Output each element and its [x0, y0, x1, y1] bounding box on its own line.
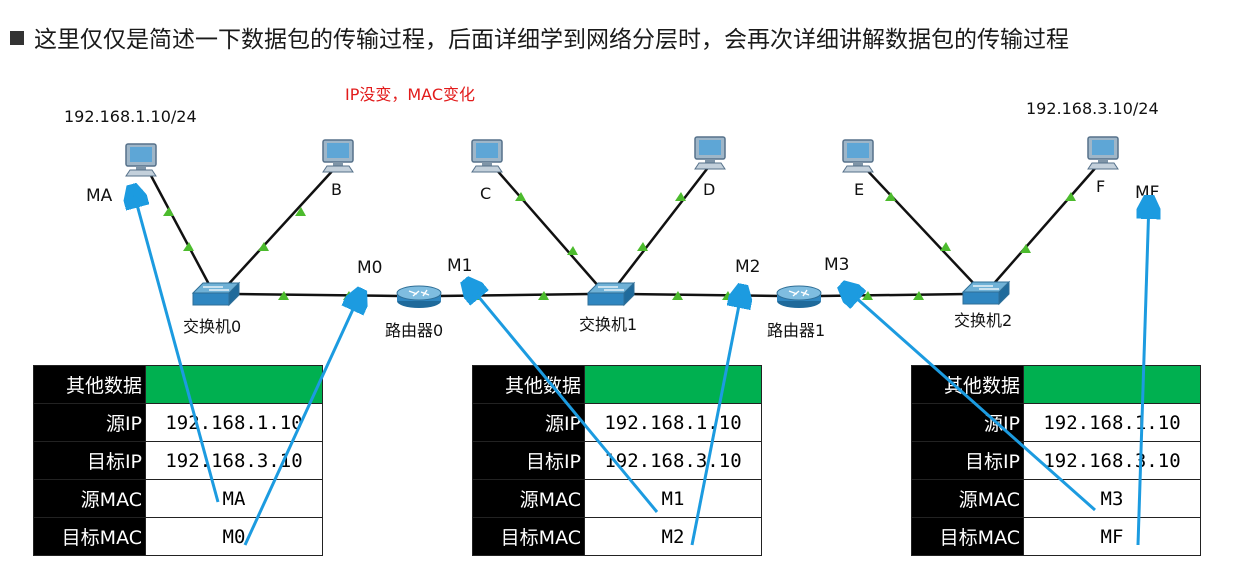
port-m3-label: M3 — [820, 254, 854, 276]
table-row: 其他数据 — [472, 365, 762, 404]
pc-e-icon[interactable] — [842, 139, 874, 173]
port-m1-label: M1 — [443, 255, 477, 277]
switch-0-icon[interactable] — [192, 282, 240, 306]
header-green-cell — [584, 365, 762, 404]
host-f-mac: MF — [1131, 182, 1164, 204]
switch-0-label: 交换机0 — [183, 317, 242, 336]
switch-1-label: 交换机1 — [579, 315, 638, 334]
pc-b-icon[interactable] — [322, 139, 354, 173]
switch-1-icon[interactable] — [587, 282, 635, 306]
row-value: MA — [145, 479, 323, 518]
headline-text: 这里仅仅是简述一下数据包的传输过程，后面详细学到网络分层时，会再次详细讲解数据包… — [34, 27, 1069, 53]
router-0-icon[interactable] — [396, 285, 442, 309]
row-value: 192.168.1.10 — [145, 403, 323, 442]
row-value: 192.168.3.10 — [584, 441, 762, 480]
header-cell: 其他数据 — [472, 365, 585, 404]
host-d-name: D — [703, 180, 716, 199]
row-value: 192.168.1.10 — [1023, 403, 1201, 442]
header-cell: 其他数据 — [911, 365, 1024, 404]
router-1-label: 路由器1 — [767, 321, 826, 340]
host-f-ip: 192.168.3.10/24 — [1022, 97, 1163, 120]
router-0-label: 路由器0 — [385, 321, 444, 340]
host-a-ip: 192.168.1.10/24 — [60, 105, 201, 128]
row-key: 源IP — [911, 403, 1024, 442]
row-value: M1 — [584, 479, 762, 518]
links — [146, 164, 1099, 298]
switch-2-icon[interactable] — [962, 281, 1010, 305]
row-key: 源IP — [472, 403, 585, 442]
headline: 这里仅仅是简述一下数据包的传输过程，后面详细学到网络分层时，会再次详细讲解数据包… — [10, 20, 1069, 54]
host-b-name: B — [331, 180, 342, 199]
ip-mac-note: IP没变，MAC变化 — [345, 85, 476, 104]
row-value: M3 — [1023, 479, 1201, 518]
header-green-cell — [1023, 365, 1201, 404]
pc-a-icon[interactable] — [125, 143, 157, 177]
header-cell: 其他数据 — [33, 365, 146, 404]
pc-d-icon[interactable] — [694, 136, 726, 170]
row-key: 源MAC — [911, 479, 1024, 518]
host-f-name: F — [1096, 177, 1106, 196]
row-key: 目标MAC — [33, 517, 146, 556]
host-a-mac: MA — [82, 185, 117, 207]
port-m0-label: M0 — [353, 257, 387, 279]
row-value: 192.168.3.10 — [1023, 441, 1201, 480]
router-1-icon[interactable] — [776, 285, 822, 309]
host-c-name: C — [480, 184, 492, 203]
row-key: 源IP — [33, 403, 146, 442]
row-value: 192.168.3.10 — [145, 441, 323, 480]
port-m2-label: M2 — [731, 256, 765, 278]
row-value: MF — [1023, 517, 1201, 556]
row-key: 目标IP — [472, 441, 585, 480]
header-green-cell — [145, 365, 323, 404]
row-key: 源MAC — [33, 479, 146, 518]
row-value: 192.168.1.10 — [584, 403, 762, 442]
row-key: 源MAC — [472, 479, 585, 518]
table-row: 其他数据 — [911, 365, 1201, 404]
pc-f-icon[interactable] — [1087, 136, 1119, 170]
host-a-name: A — [136, 186, 147, 205]
row-key: 目标IP — [33, 441, 146, 480]
row-key: 目标IP — [911, 441, 1024, 480]
row-key: 目标MAC — [911, 517, 1024, 556]
row-value: M0 — [145, 517, 323, 556]
table-row: 其他数据 — [33, 365, 323, 404]
pc-c-icon[interactable] — [471, 139, 503, 173]
host-e-name: E — [854, 180, 865, 199]
bullet-square-icon — [10, 31, 24, 45]
switch-2-label: 交换机2 — [954, 311, 1013, 330]
row-value: M2 — [584, 517, 762, 556]
row-key: 目标MAC — [472, 517, 585, 556]
